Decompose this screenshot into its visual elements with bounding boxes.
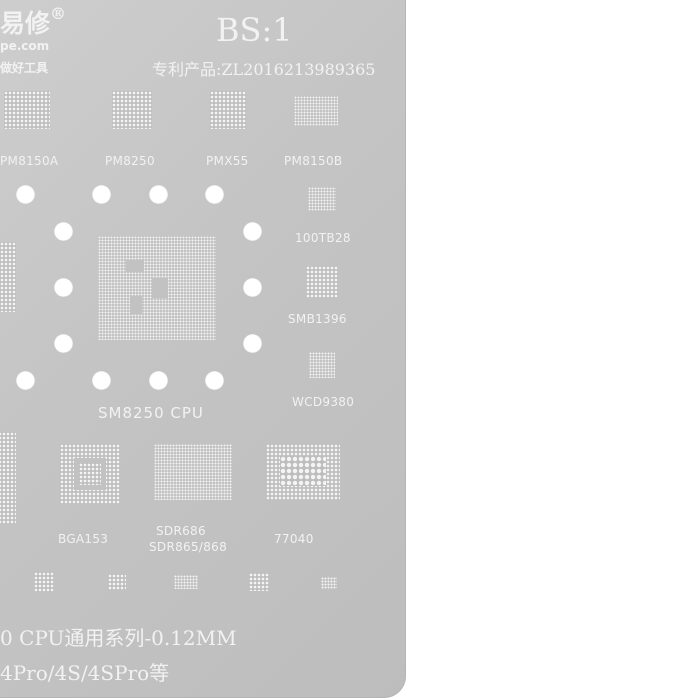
label-cpu: SM8250 CPU: [98, 404, 204, 422]
mounting-hole: [54, 278, 73, 297]
label-smb1396: SMB1396: [288, 312, 347, 326]
mounting-hole: [54, 334, 73, 353]
label-sdr686: SDR686: [156, 524, 206, 538]
chip-wcd9380-pads: [309, 352, 335, 378]
label-100tb28: 100TB28: [295, 231, 351, 245]
mounting-hole: [205, 185, 224, 204]
brand-url: pe.com: [0, 39, 50, 53]
series-text: 0 CPU通用系列-0.12MM: [0, 626, 237, 650]
chip-smb1396-pads: [306, 266, 338, 298]
small-chip-pads: [321, 577, 337, 589]
label-pmx55: PMX55: [206, 154, 249, 168]
small-chip-pads: [249, 573, 269, 591]
label-pm8150b: PM8150B: [284, 154, 343, 168]
bga-stencil-plate: 易修® pe.com 做好工具 BS:1 专利产品:ZL201621398936…: [0, 0, 406, 698]
chip-100tb28-pads: [308, 187, 336, 211]
mounting-hole: [205, 371, 224, 390]
label-wcd9380: WCD9380: [292, 395, 355, 409]
chip-bga153-pads: [60, 444, 120, 504]
mounting-hole: [149, 185, 168, 204]
mounting-hole: [149, 371, 168, 390]
mounting-hole: [16, 185, 35, 204]
chip-left-lower-partial-pads: [0, 432, 16, 524]
label-sdr865: SDR865/868: [149, 540, 228, 554]
small-chip-pads: [108, 574, 126, 590]
patent-number: 专利产品:ZL2016213989365: [152, 60, 376, 79]
models-text: 4Pro/4S/4SPro等: [0, 661, 170, 685]
chip-sdr686-pads: [154, 444, 232, 500]
mounting-hole: [243, 334, 262, 353]
cpu-pad-void: [152, 278, 168, 298]
label-pm8150a: PM8150A: [0, 154, 59, 168]
chip-pm8150b-pads: [294, 96, 338, 126]
cpu-pad-void: [130, 296, 142, 314]
small-chip-pads: [174, 575, 198, 589]
chip-pm8150a-pads: [4, 91, 50, 129]
mounting-hole: [54, 222, 73, 241]
mounting-hole: [243, 278, 262, 297]
chip-pmx55-pads: [210, 91, 246, 129]
cpu-pad-void: [126, 260, 144, 272]
mounting-hole: [243, 222, 262, 241]
small-chip-pads: [34, 572, 54, 592]
mounting-hole: [92, 371, 111, 390]
label-pm8250: PM8250: [105, 154, 155, 168]
brand-tagline: 做好工具: [0, 61, 49, 75]
label-bga153: BGA153: [58, 532, 109, 546]
brand-name: 易修®: [0, 4, 67, 38]
chip-left-partial-pads: [0, 242, 16, 312]
model-title: BS:1: [216, 11, 293, 49]
label-77040: 77040: [274, 532, 314, 546]
bga153-center-pads: [79, 463, 101, 485]
chip-pm8250-pads: [112, 91, 152, 129]
chip-77040-large-pads: [280, 456, 326, 486]
mounting-hole: [16, 371, 35, 390]
mounting-hole: [92, 185, 111, 204]
